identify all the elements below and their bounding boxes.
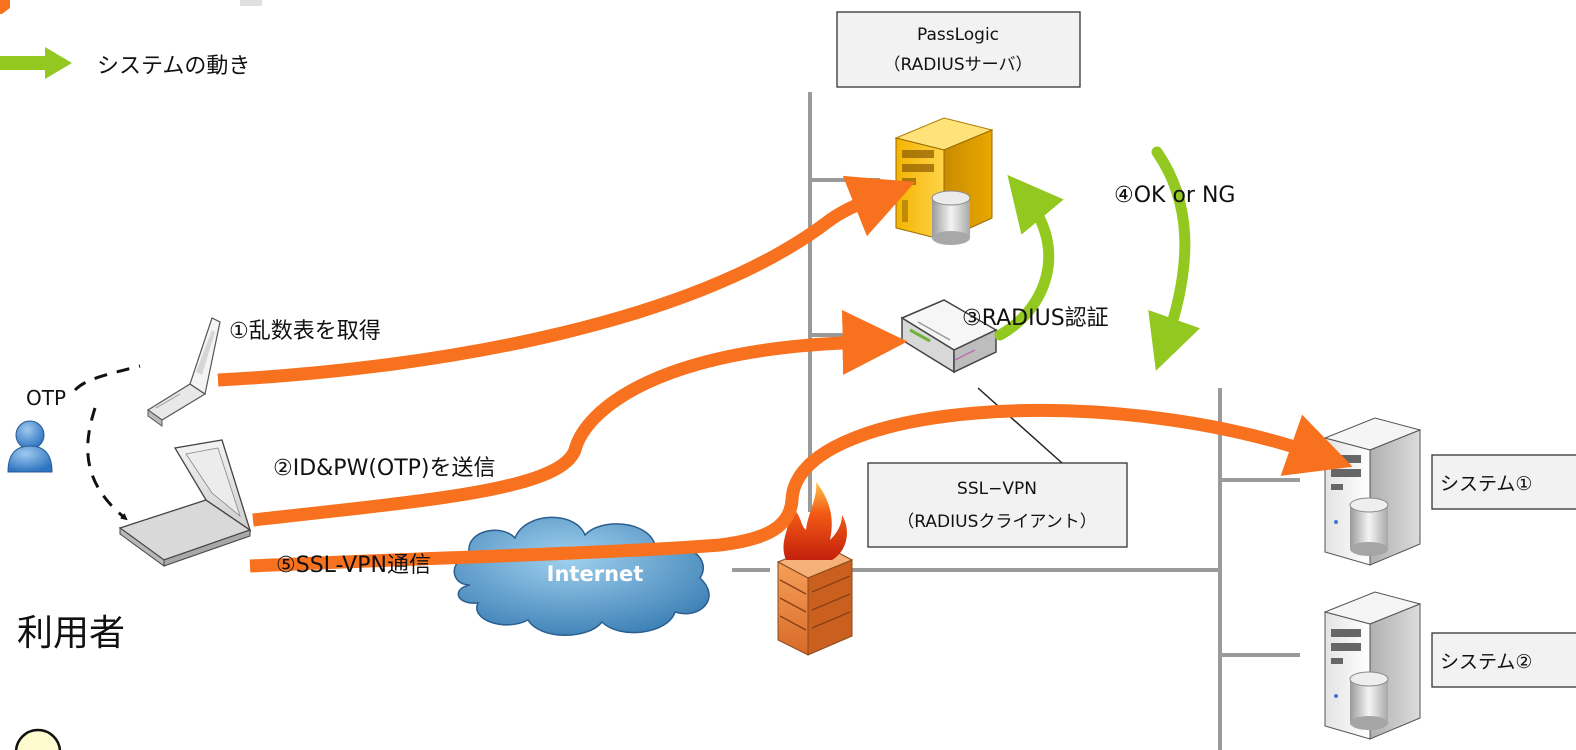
system1-label-box: システム① <box>1431 454 1576 510</box>
system1-server-icon <box>1323 417 1422 566</box>
ssl-vpn-label-box: SSL−VPN （RADIUSクライアント） <box>867 462 1128 548</box>
firewall-icon <box>776 482 854 656</box>
flow-arrow-4 <box>1148 146 1201 371</box>
legend-green-arrow-icon <box>45 47 72 79</box>
flow-arrow-5 <box>249 403 1353 573</box>
step-4-label: ④OK or NG <box>1114 183 1235 208</box>
legend-system-flow: システムの動き <box>0 47 250 79</box>
otp-label: OTP <box>26 386 66 410</box>
internet-label: Internet <box>547 562 644 586</box>
flow-arrow-3 <box>994 174 1064 341</box>
step-5-label: ⑤SSL-VPN通信 <box>276 553 431 578</box>
legend-user-flow <box>0 0 262 14</box>
network-lines <box>732 92 1300 750</box>
legend-system-flow-label: システムの動き <box>97 54 250 79</box>
passlogic-server-icon <box>894 117 994 245</box>
flow-arrow-1 <box>217 175 916 387</box>
system2-label: システム② <box>1440 651 1532 673</box>
internet-cloud-icon: Internet <box>453 516 710 636</box>
vpn-leader-line <box>977 387 1063 464</box>
system2-label-box: システム② <box>1431 632 1576 688</box>
ssl-vpn-router-icon <box>900 299 998 374</box>
flow-arrow-2 <box>252 309 908 527</box>
partial-circle-icon <box>14 728 62 750</box>
passlogic-label-box: PassLogic （RADIUSサーバ） <box>836 11 1081 88</box>
sslvpn-name: SSL−VPN <box>957 479 1037 499</box>
step-3-label: ③RADIUS認証 <box>962 306 1109 331</box>
passlogic-name: PassLogic <box>917 25 999 45</box>
otp-dashed-arrow <box>73 364 141 518</box>
passlogic-role: （RADIUSサーバ） <box>884 55 1033 75</box>
step-1-label: ①乱数表を取得 <box>229 319 381 344</box>
sslvpn-role: （RADIUSクライアント） <box>897 512 1096 532</box>
step-2-label: ②ID&PW(OTP)を送信 <box>273 456 496 481</box>
laptop-icon <box>118 439 252 567</box>
legend-green-bar <box>0 56 45 70</box>
mobile-phone-icon <box>146 317 221 427</box>
user-label: 利用者 <box>17 613 125 654</box>
system1-label: システム① <box>1440 473 1532 495</box>
user-person-icon <box>7 420 53 473</box>
system2-server-icon <box>1323 591 1422 740</box>
